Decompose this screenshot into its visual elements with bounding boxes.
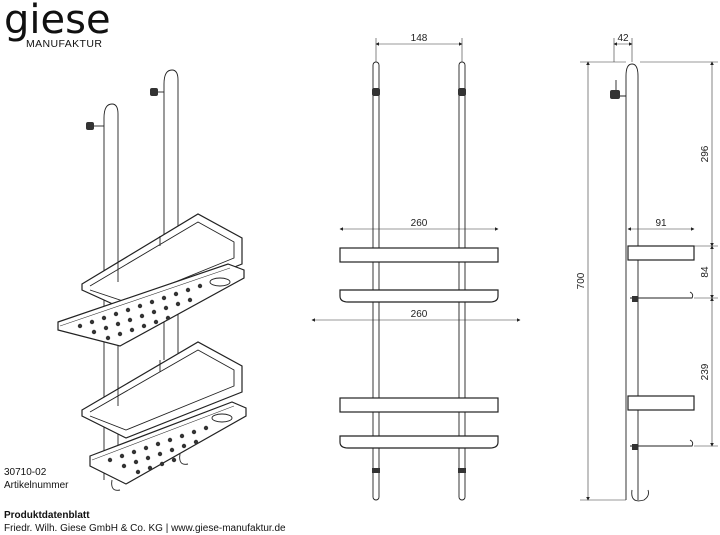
article-number: 30710-02 xyxy=(4,467,47,478)
dim-side-hook-depth: 42 xyxy=(617,33,629,44)
brand-name: giese xyxy=(4,0,111,43)
article-number-label: Artikelnummer xyxy=(4,480,69,491)
dim-front-width: 148 xyxy=(411,33,428,44)
brand-logo: giese MANUFAKTUR xyxy=(4,0,111,50)
side-view: 42 91 700 296 84 239 xyxy=(576,33,718,502)
dim-side-shelf-depth: 91 xyxy=(655,218,667,229)
dim-side-total-height: 700 xyxy=(576,272,587,289)
dim-front-shelf-bottom: 260 xyxy=(411,309,428,320)
brand-subtitle: MANUFAKTUR xyxy=(26,38,103,50)
dim-side-seg-top: 296 xyxy=(700,145,711,162)
isometric-view xyxy=(57,69,247,491)
product-info: 30710-02 Artikelnummer xyxy=(4,466,68,492)
dim-front-shelf-top: 260 xyxy=(411,218,428,229)
footer-company-line: Friedr. Wilh. Giese GmbH & Co. KG | www.… xyxy=(4,523,286,534)
footer: Produktdatenblatt Friedr. Wilh. Giese Gm… xyxy=(4,509,286,535)
dim-side-seg-mid: 84 xyxy=(700,266,711,278)
footer-title: Produktdatenblatt xyxy=(4,510,90,521)
front-view: 148 260 260 xyxy=(311,33,521,501)
dim-side-seg-bottom: 239 xyxy=(700,363,711,380)
